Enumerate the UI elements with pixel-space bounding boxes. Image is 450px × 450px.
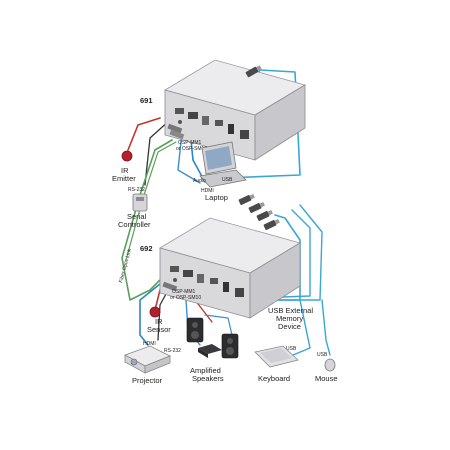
speakers-label-line1: Amplified xyxy=(190,366,221,375)
sfp-top-label-line1: OSP-MM1 xyxy=(178,140,202,146)
unit-691-model: 691 xyxy=(140,96,153,105)
unit-691-port xyxy=(188,112,198,119)
unit-691-port xyxy=(215,120,223,126)
unit-691-port xyxy=(228,124,234,134)
ir-sensor-icon xyxy=(149,306,161,318)
speaker-right xyxy=(221,333,239,359)
ir-sensor: IR Sensor xyxy=(147,306,171,334)
audio-label: Audio xyxy=(193,178,206,184)
usb-plug-top xyxy=(245,65,262,78)
serial-controller: RS-232 Serial Controller xyxy=(118,187,151,229)
mouse-label: Mouse xyxy=(315,374,338,383)
sfp-bottom-label-line2: or OSP-SM10 xyxy=(170,295,201,301)
laptop-label: Laptop xyxy=(205,193,228,202)
unit-692-port xyxy=(235,288,244,297)
unit-692-sfp-module xyxy=(162,281,178,292)
laptop-base xyxy=(199,169,247,188)
ir-emitter: IR Emitter xyxy=(112,150,136,183)
rs232-top-label: RS-232 xyxy=(128,187,145,193)
mouse-icon xyxy=(324,358,336,372)
ir-emitter-label-line2: Emitter xyxy=(112,174,136,183)
ir-sensor-label-line1: IR xyxy=(155,317,163,326)
rs232-bottom-label: RS-232 xyxy=(164,348,181,354)
unit-692-port xyxy=(183,270,193,277)
fiber-optic-cable-2 xyxy=(125,141,177,261)
unit-692-side-face xyxy=(249,242,301,319)
unit-691: 691 xyxy=(140,59,307,161)
keyboard: USB Keyboard xyxy=(254,345,299,383)
usb-memory-label-line3: Device xyxy=(278,322,301,331)
unit-691-sfp-module xyxy=(167,123,183,134)
hdmi-bottom-label: HDMI xyxy=(143,341,156,347)
usb-memory-label-line2: Memory xyxy=(276,314,303,323)
rs232-cable-top xyxy=(144,119,171,186)
unit-691-port xyxy=(240,130,249,139)
serial-controller-label-line1: Serial xyxy=(127,212,147,221)
unit-692-port xyxy=(170,266,179,272)
unit-691-port xyxy=(175,108,184,114)
hdmi-cable-bottom xyxy=(139,279,166,346)
ir-cable-top xyxy=(127,117,161,151)
hdmi-top-label: HDMI xyxy=(201,188,214,194)
audio-cable-top xyxy=(177,131,201,184)
projector: HDMI RS-232 Projector xyxy=(124,341,181,385)
amplified-speakers: Amplified Speakers xyxy=(186,317,239,383)
projector-label: Projector xyxy=(132,376,163,385)
unit-692-model: 692 xyxy=(140,244,153,253)
audio-cable-speakers-3 xyxy=(204,314,233,336)
cables xyxy=(121,69,331,356)
speaker-left xyxy=(186,317,204,343)
amplifier xyxy=(198,344,222,354)
sfp-bottom-label-line1: OSP-MM1 xyxy=(172,289,196,295)
fiber-optic-cable xyxy=(121,139,173,301)
usb-top-label: USB xyxy=(222,177,233,183)
unit-691-port xyxy=(178,120,182,124)
unit-691-port xyxy=(202,116,209,125)
usb-cable-mouse-2 xyxy=(321,299,331,356)
mouse: USB Mouse xyxy=(315,352,338,383)
usb-cable-mouse xyxy=(259,204,323,301)
usb-keyboard-label: USB xyxy=(286,346,297,352)
keyboard-label: Keyboard xyxy=(258,374,290,383)
usb-cable-keyboard-2 xyxy=(292,299,311,356)
usb-memory-plugs xyxy=(238,193,280,230)
unit-692: 692 xyxy=(140,217,302,319)
usb-memory-label-line1: USB External xyxy=(268,306,313,315)
unit-691-sfp-module xyxy=(169,129,185,140)
unit-692-port xyxy=(223,282,229,292)
usb-mouse-label: USB xyxy=(317,352,328,358)
unit-692-port xyxy=(210,278,218,284)
speakers-label-line2: Speakers xyxy=(192,374,224,383)
ir-emitter-label-line1: IR xyxy=(121,166,129,175)
unit-692-port xyxy=(173,278,177,282)
ir-sensor-label-line2: Sensor xyxy=(147,325,171,334)
serial-controller-label-line2: Controller xyxy=(118,220,151,229)
sfp-top-label-line2: or OSP-SM10 xyxy=(176,146,207,152)
ir-emitter-icon xyxy=(121,150,133,162)
unit-691-side-face xyxy=(254,84,306,161)
laptop: Audio HDMI USB Laptop xyxy=(193,141,247,202)
serial-controller-icon xyxy=(132,193,148,212)
unit-692-port xyxy=(197,274,204,283)
